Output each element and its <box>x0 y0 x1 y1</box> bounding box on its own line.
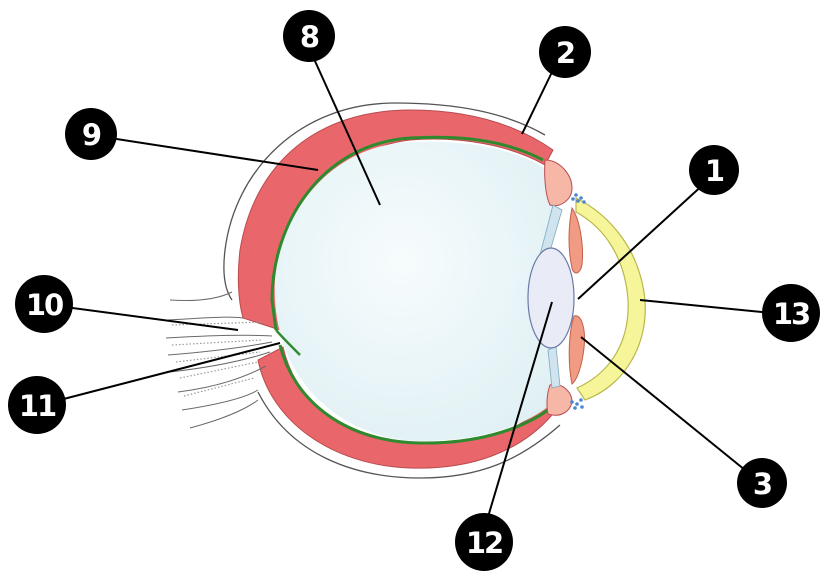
callout-3: 3 <box>737 458 787 508</box>
leader-11 <box>52 343 280 402</box>
callout-3-label: 3 <box>753 467 771 501</box>
leader-9 <box>110 138 318 170</box>
ciliary-body-lower <box>547 384 572 415</box>
callout-13-label: 13 <box>773 297 809 331</box>
callout-9-label: 9 <box>82 118 101 152</box>
callout-12: 12 <box>455 513 513 571</box>
iris-lower <box>569 316 584 384</box>
callout-2-label: 2 <box>556 36 574 70</box>
leader-2 <box>522 70 553 134</box>
callout-9: 9 <box>65 108 117 160</box>
callout-8-label: 8 <box>300 20 319 54</box>
callout-1: 1 <box>689 145 739 195</box>
callout-8: 8 <box>283 10 335 62</box>
leader-13 <box>640 300 772 313</box>
callout-11-label: 11 <box>19 389 56 423</box>
callout-10: 10 <box>15 275 73 333</box>
leader-3 <box>581 337 745 470</box>
callout-11: 11 <box>8 376 66 434</box>
callout-10-label: 10 <box>26 288 63 322</box>
callout-1-label: 1 <box>705 154 724 188</box>
callout-2: 2 <box>539 26 591 78</box>
cornea <box>576 198 645 400</box>
iris-upper <box>569 208 583 273</box>
vitreous-body <box>275 142 556 441</box>
ciliary-body-upper <box>545 160 572 206</box>
callout-13: 13 <box>762 284 820 342</box>
callout-12-label: 12 <box>466 526 502 560</box>
lens <box>528 248 574 348</box>
